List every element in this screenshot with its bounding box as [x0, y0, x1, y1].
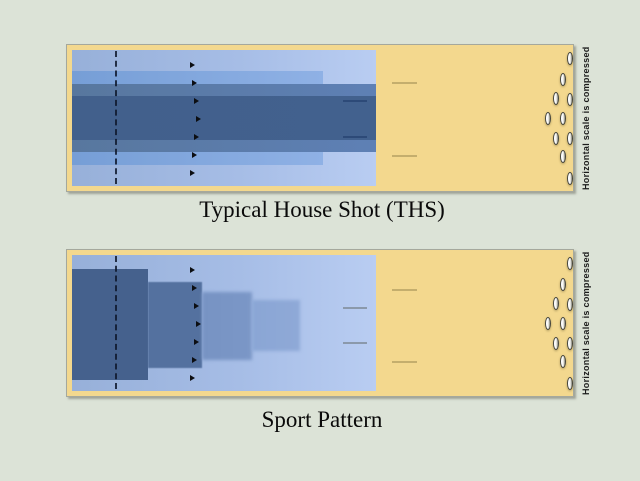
marker-tick: [343, 342, 367, 344]
lane-arrow-icon: [190, 375, 195, 381]
oil-step-2: [148, 282, 202, 368]
lane-arrow-icon: [192, 357, 197, 363]
lane-arrow-icon: [192, 285, 197, 291]
distance-dash-line: [115, 51, 117, 184]
lane-ths: [66, 44, 574, 192]
oil-step-4: [252, 300, 300, 351]
bowling-pin-icon: [560, 278, 566, 291]
oil-step-3: [202, 292, 252, 360]
scale-note-ths: Horizontal scale is compressed: [581, 46, 591, 190]
bowling-pin-icon: [567, 377, 573, 390]
oil-pattern-ths: [72, 50, 376, 186]
marker-tick: [343, 307, 367, 309]
core-oil-band: [72, 96, 376, 140]
scale-note-sport: Horizontal scale is compressed: [581, 251, 591, 395]
bowling-pin-icon: [560, 112, 566, 125]
lane-arrow-icon: [192, 152, 197, 158]
bowling-pin-icon: [567, 257, 573, 270]
marker-tick: [343, 100, 367, 102]
bowling-pin-icon: [545, 317, 551, 330]
lane-arrow-icon: [192, 80, 197, 86]
bowling-pin-icon: [545, 112, 551, 125]
bowling-pin-icon: [560, 317, 566, 330]
lane-sport: [66, 249, 574, 397]
bowling-pin-icon: [560, 355, 566, 368]
marker-tick: [392, 155, 417, 157]
bowling-pin-icon: [553, 132, 559, 145]
lane-arrow-icon: [196, 321, 201, 327]
lane-arrow-icon: [194, 339, 199, 345]
marker-tick: [392, 361, 417, 363]
bowling-pin-icon: [560, 73, 566, 86]
marker-tick: [343, 136, 367, 138]
bowling-pin-icon: [567, 52, 573, 65]
bowling-pin-icon: [567, 337, 573, 350]
lane-arrow-icon: [194, 98, 199, 104]
lane-arrow-icon: [190, 267, 195, 273]
bowling-pin-icon: [567, 132, 573, 145]
lane-arrow-icon: [196, 116, 201, 122]
bowling-pin-icon: [553, 92, 559, 105]
lane-arrow-icon: [190, 62, 195, 68]
oil-step-1: [72, 269, 148, 380]
bowling-pin-icon: [567, 172, 573, 185]
bowling-pin-icon: [567, 298, 573, 311]
bowling-pin-icon: [553, 337, 559, 350]
bowling-pin-icon: [553, 297, 559, 310]
bowling-pin-icon: [567, 93, 573, 106]
lane-arrow-icon: [194, 303, 199, 309]
oil-pattern-sport: [72, 255, 376, 391]
marker-tick: [392, 289, 417, 291]
marker-tick: [392, 82, 417, 84]
distance-dash-line: [115, 256, 117, 389]
bowling-pin-icon: [560, 150, 566, 163]
lane-arrow-icon: [190, 170, 195, 176]
title-ths: Typical House Shot (THS): [199, 197, 445, 222]
title-sport: Sport Pattern: [261, 407, 383, 432]
lane-arrow-icon: [194, 134, 199, 140]
